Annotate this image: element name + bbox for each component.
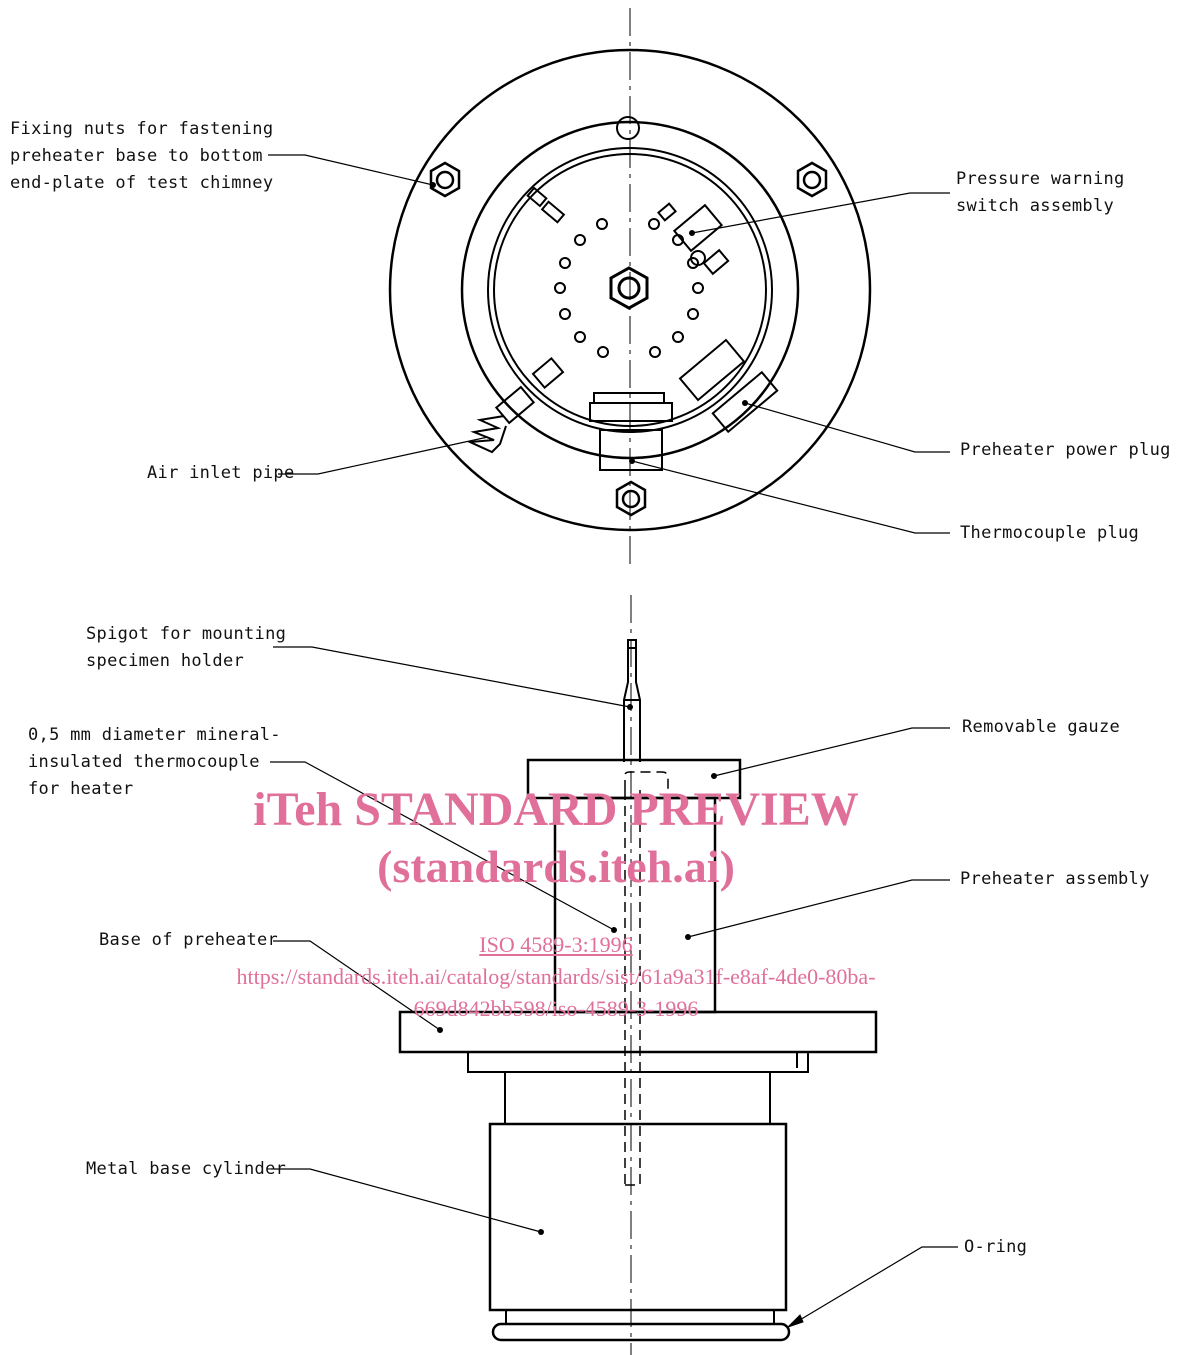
power-plug bbox=[678, 338, 779, 434]
label-o-ring: O-ring bbox=[964, 1237, 1028, 1257]
watermark-url-line2[interactable]: 669d842bb598/iso-4589-3-1996 bbox=[413, 996, 699, 1021]
label-thermocouple-plug: Thermocouple plug bbox=[960, 523, 1140, 543]
metal-base-cylinder bbox=[488, 1122, 788, 1312]
spigot bbox=[623, 639, 641, 762]
preheater-base-lip bbox=[467, 1051, 809, 1073]
o-ring-arrowhead bbox=[787, 1314, 804, 1328]
thermocouple-tube-hidden bbox=[624, 771, 669, 1186]
base-neck bbox=[504, 1071, 771, 1125]
label-base-of-preheater: Base of preheater bbox=[99, 930, 279, 950]
preheater-body-inner bbox=[493, 153, 767, 427]
air-inlet-fitting bbox=[466, 356, 565, 454]
outer-flange-circle bbox=[388, 48, 872, 532]
preheater-body-outer bbox=[487, 147, 773, 433]
fixing-nut-left bbox=[429, 161, 461, 198]
side-view bbox=[270, 595, 958, 1355]
top-hole bbox=[616, 116, 640, 140]
watermark-iso-link[interactable]: ISO 4589-3:1996 bbox=[479, 932, 633, 957]
label-fixing-nuts: Fixing nuts for fastening preheater base… bbox=[10, 119, 274, 193]
top-leaders bbox=[268, 154, 950, 534]
label-metal-base-cylinder: Metal base cylinder bbox=[86, 1159, 287, 1179]
center-nut bbox=[609, 266, 649, 310]
fixing-nut-bottom bbox=[615, 480, 647, 517]
upper-left-fitting bbox=[526, 186, 566, 224]
o-ring bbox=[491, 1322, 791, 1342]
label-air-inlet-pipe: Air inlet pipe bbox=[147, 463, 295, 483]
watermark-url-line1[interactable]: https://standards.iteh.ai/catalog/standa… bbox=[236, 964, 876, 989]
label-spigot: Spigot for mounting specimen holder bbox=[86, 624, 287, 671]
label-preheater-assembly: Preheater assembly bbox=[960, 869, 1150, 889]
top-view bbox=[268, 8, 950, 568]
thermocouple-plug bbox=[589, 392, 673, 471]
fixing-nut-right bbox=[796, 161, 828, 198]
label-preheater-power-plug: Preheater power plug bbox=[960, 440, 1171, 460]
label-removable-gauze: Removable gauze bbox=[962, 717, 1121, 737]
watermark-subtitle: (standards.iteh.ai) bbox=[377, 841, 735, 892]
label-mineral-thermocouple: 0,5 mm diameter mineral- insulated therm… bbox=[28, 725, 281, 799]
pressure-switch bbox=[657, 202, 730, 276]
label-pressure-warning: Pressure warning switch assembly bbox=[956, 169, 1125, 216]
side-leaders bbox=[270, 646, 958, 1328]
inner-ring-circle bbox=[460, 120, 800, 460]
watermark-title: iTeh STANDARD PREVIEW bbox=[253, 783, 859, 836]
cylinder-lower-band bbox=[505, 1309, 775, 1325]
